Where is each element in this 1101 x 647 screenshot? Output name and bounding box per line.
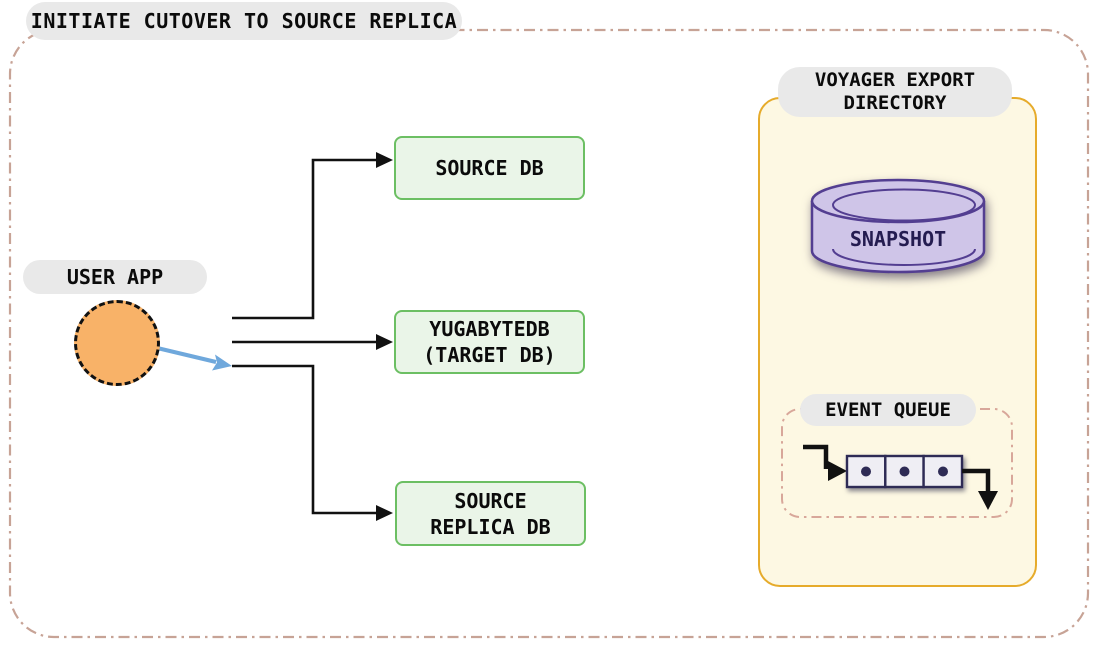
yugabytedb-label-line2: (TARGET DB) [423,343,556,367]
cylinder-top [810,178,986,224]
connector-user-app-to-source-db [232,158,378,320]
snapshot-label: SNAPSHOT [849,227,947,251]
source-replica-label-line2: REPLICA DB [430,514,551,539]
outer-dashed-border [8,28,1090,639]
event-queue-icon [781,408,1013,518]
voyager-label-line2: DIRECTORY [843,92,947,114]
source-db-label: SOURCE DB [435,156,544,180]
snapshot-database-icon [803,176,993,276]
arrowhead-source-db [376,152,393,168]
queue-cells [845,454,964,489]
connector-user-app-to-source-replica [232,364,378,515]
queue-exit-arrowhead [978,491,998,510]
diagram-title-text: INITIATE CUTOVER TO SOURCE REPLICA [30,9,458,33]
voyager-export-directory-label: VOYAGER EXPORT DIRECTORY [778,67,1012,117]
queue-cell-1 [845,454,887,489]
yugabytedb-label-line1: YUGABYTEDB [429,317,550,341]
blue-cutover-arrowhead [212,354,232,371]
source-replica-label-line1: SOURCE [454,488,527,513]
user-app-circle [74,300,160,386]
voyager-export-directory-container [758,97,1037,587]
source-db-node: SOURCE DB [394,136,585,200]
event-queue-label: EVENT QUEUE [800,394,976,426]
user-app-label: USER APP [23,260,207,294]
user-app-label-text: USER APP [66,265,164,289]
cylinder-inner-bottom [832,248,976,266]
cylinder-inner-rim [832,188,976,222]
yugabytedb-target-node: YUGABYTEDB (TARGET DB) [394,310,585,374]
queue-dot-3 [938,466,948,477]
queue-entry-arrowhead [828,461,847,481]
queue-dot-1 [861,466,871,477]
source-replica-db-node: SOURCE REPLICA DB [395,481,586,546]
queue-exit-arrow-shaft [962,468,991,495]
event-queue-label-text: EVENT QUEUE [825,399,951,421]
arrowhead-yugabytedb [376,334,393,350]
queue-entry-arrow-shaft [803,444,829,469]
arrowhead-source-replica [376,505,393,521]
voyager-label-line1: VOYAGER EXPORT [814,69,976,91]
blue-cutover-arrow-shaft [152,345,217,364]
database-cylinder-icon [810,178,986,274]
diagram-title: INITIATE CUTOVER TO SOURCE REPLICA [26,2,462,40]
queue-dot-2 [899,466,910,477]
